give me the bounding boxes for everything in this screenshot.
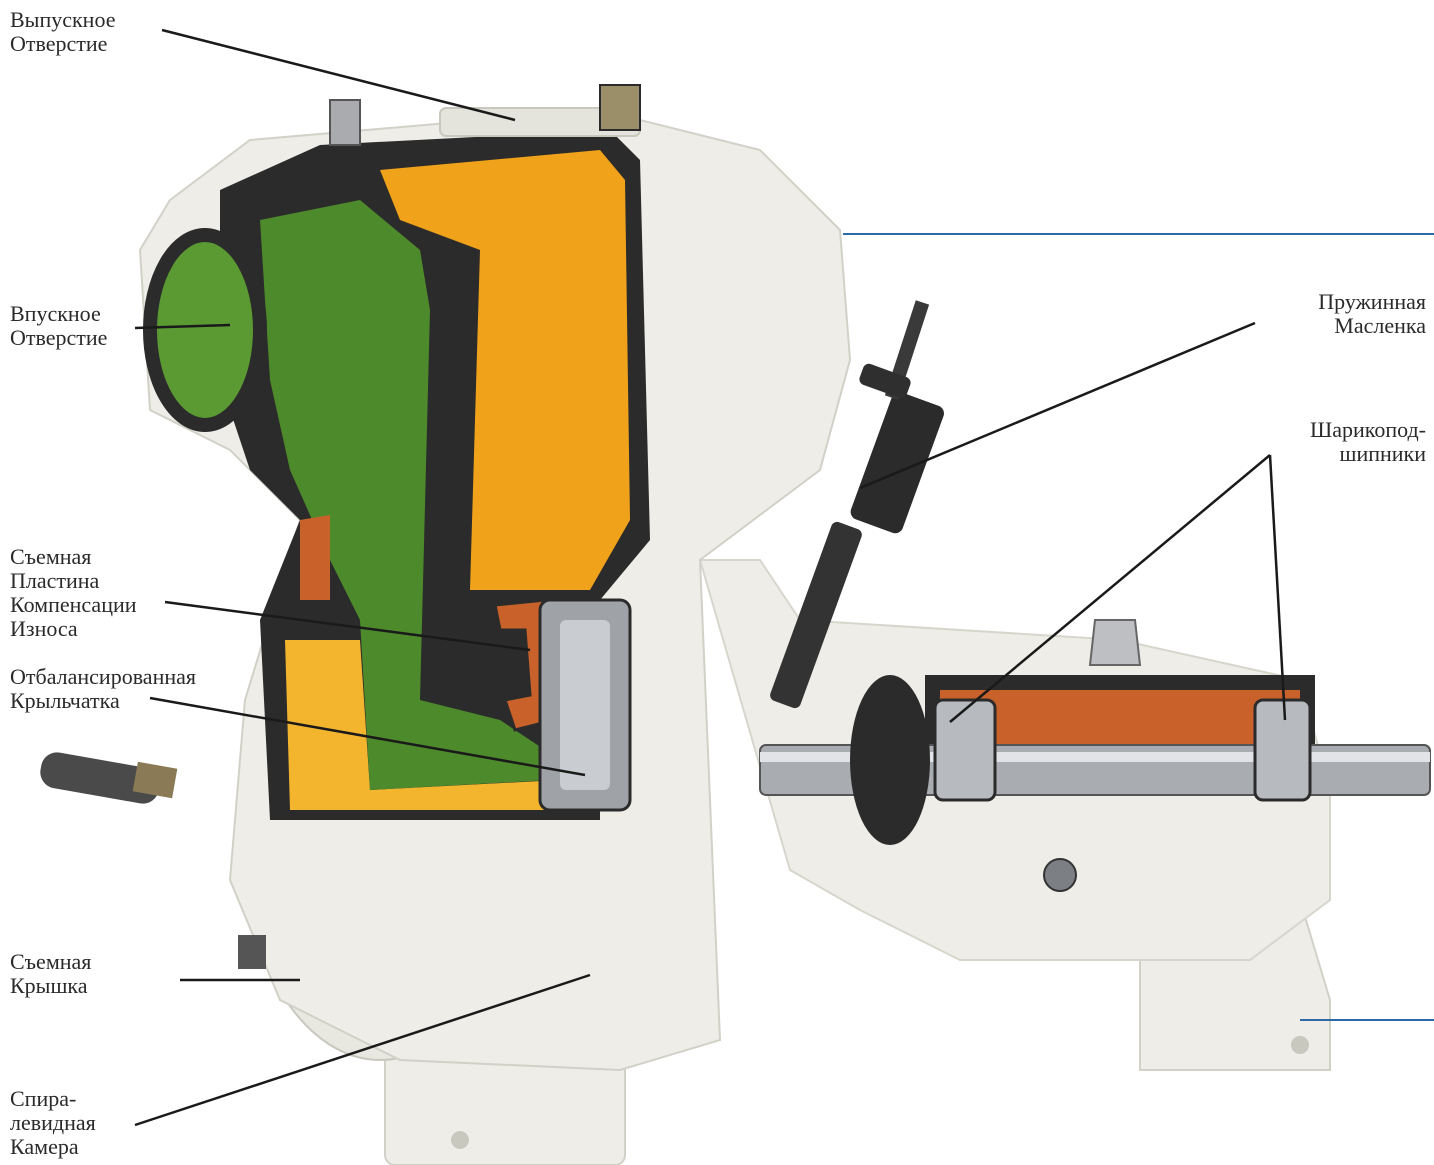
suction-inlet bbox=[143, 228, 267, 432]
label-impeller-line-1: Отбалансированная bbox=[10, 664, 197, 689]
label-oiler: Пружинная Масленка bbox=[1318, 290, 1426, 338]
label-cover-line-1: Съемная bbox=[10, 949, 92, 974]
label-cover: Съемная Крышка bbox=[10, 950, 91, 998]
label-volute-line-3: Камера bbox=[10, 1134, 79, 1159]
frame-bolt bbox=[1043, 858, 1077, 892]
label-cover-line-2: Крышка bbox=[10, 973, 88, 998]
seal-flange bbox=[850, 675, 930, 845]
label-volute: Спира- левидная Камера bbox=[10, 1087, 96, 1159]
suction-passage bbox=[260, 200, 560, 790]
label-discharge-line-1: Выпускное bbox=[10, 7, 116, 32]
drain-plug bbox=[238, 935, 266, 969]
label-wear-plate-line-3: Компенсации bbox=[10, 592, 137, 617]
blue-rule-top bbox=[843, 233, 1434, 235]
label-impeller: Отбалансированная Крыльчатка bbox=[10, 665, 196, 713]
label-discharge: Выпускное Отверстие bbox=[10, 8, 116, 56]
label-wear-plate-line-4: Износа bbox=[10, 616, 78, 641]
label-suction-line-2: Отверстие bbox=[10, 325, 108, 350]
label-wear-plate: Съемная Пластина Компенсации Износа bbox=[10, 545, 137, 641]
label-oiler-line-2: Масленка bbox=[1334, 313, 1426, 338]
frame-cap-nut bbox=[1088, 619, 1142, 666]
label-volute-line-1: Спира- bbox=[10, 1086, 77, 1111]
label-bearings-line-2: шипники bbox=[1339, 441, 1427, 466]
impeller-blade bbox=[560, 620, 610, 790]
bearing-inner bbox=[933, 698, 997, 802]
cover-handle bbox=[40, 752, 160, 804]
label-discharge-line-2: Отверстие bbox=[10, 31, 108, 56]
fluid-chamber-orange bbox=[380, 150, 630, 590]
bearing-outer bbox=[1253, 698, 1312, 802]
blue-rule-bottom bbox=[1300, 1019, 1434, 1021]
wear-plate-left bbox=[300, 515, 330, 600]
foot-hole-left bbox=[451, 1131, 469, 1149]
label-wear-plate-line-2: Пластина bbox=[10, 568, 100, 593]
label-oiler-line-1: Пружинная bbox=[1318, 289, 1426, 314]
discharge-bolt bbox=[599, 84, 641, 131]
label-wear-plate-line-1: Съемная bbox=[10, 544, 92, 569]
shaft-highlight bbox=[760, 752, 1430, 762]
label-volute-line-2: левидная bbox=[10, 1110, 96, 1135]
label-impeller-line-2: Крыльчатка bbox=[10, 688, 120, 713]
label-bearings: Шарикопод- шипники bbox=[1310, 418, 1426, 466]
label-suction-line-1: Впускное bbox=[10, 301, 101, 326]
top-plug bbox=[329, 99, 361, 146]
label-bearings-line-1: Шарикопод- bbox=[1310, 417, 1426, 442]
label-suction: Впускное Отверстие bbox=[10, 302, 107, 350]
foot-hole-right bbox=[1291, 1036, 1309, 1054]
